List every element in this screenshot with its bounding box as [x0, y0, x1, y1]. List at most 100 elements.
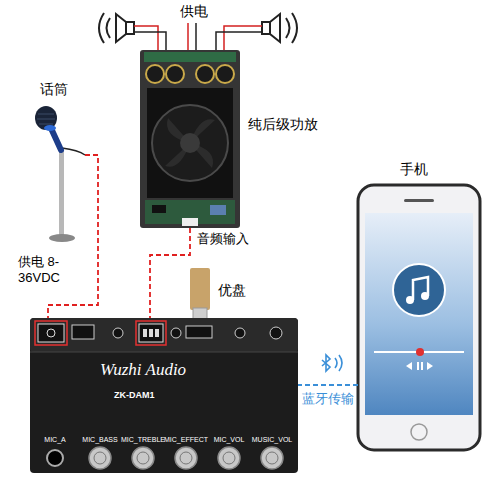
dashed-connector	[48, 155, 98, 318]
usb-stick	[190, 268, 210, 320]
phone	[417, 362, 419, 370]
control-unit	[139, 324, 163, 342]
node-heading: 优盘	[218, 282, 246, 299]
amplifier-board	[152, 205, 166, 213]
phone	[413, 277, 428, 300]
usb-node: 优盘	[190, 268, 210, 320]
audio-input-label: 音频输入	[197, 231, 249, 247]
knob-label: MUSIC_VOL	[252, 436, 292, 444]
control-unit	[72, 325, 94, 339]
speaker-symbol	[116, 14, 126, 42]
amplifier-board	[146, 65, 164, 83]
power-supply-label: 供电 8-36VDC	[18, 254, 84, 285]
microphone	[44, 125, 56, 131]
speaker-symbol	[292, 13, 297, 43]
control-unit	[155, 329, 159, 337]
amplifier-board	[140, 50, 240, 228]
control-unit	[89, 447, 283, 469]
control-unit	[94, 452, 106, 464]
node-text: ZK-DAM1	[114, 390, 155, 401]
bluetooth-symbol	[322, 355, 330, 371]
phone	[427, 362, 433, 370]
dashed-connector	[298, 384, 358, 386]
edge-label: 蓝牙传输	[301, 391, 355, 407]
microphone	[49, 234, 75, 242]
speaker-symbol	[262, 22, 270, 34]
amplifier-board	[210, 205, 226, 215]
control-unit	[30, 318, 298, 473]
control-unit	[132, 447, 154, 469]
control-unit	[266, 452, 278, 464]
bluetooth-symbol	[339, 355, 342, 371]
speaker-symbol	[99, 13, 104, 43]
control-unit	[186, 326, 212, 338]
dashed-connector	[150, 228, 190, 318]
microphone-node: 话筒	[36, 105, 85, 243]
knob-label: MIC_VOL	[214, 436, 245, 444]
microphone	[59, 150, 64, 236]
control-unit	[94, 452, 278, 464]
amplifier-board	[216, 65, 234, 83]
speaker-symbol	[107, 18, 111, 38]
amplifier-board	[196, 65, 214, 83]
control-unit	[113, 328, 123, 338]
control-unit	[235, 328, 245, 338]
control-unit	[38, 324, 64, 342]
amplifier-board	[147, 88, 233, 198]
speaker-symbol	[126, 22, 134, 34]
knob-label: MIC_A	[44, 436, 65, 444]
phone	[406, 296, 414, 304]
bluetooth-symbol	[335, 358, 337, 368]
control-unit	[47, 329, 55, 337]
control-unit	[218, 447, 240, 469]
control-unit	[35, 321, 67, 345]
speaker-symbol	[286, 18, 290, 38]
phone	[421, 292, 429, 300]
usb-stick	[190, 268, 210, 310]
knob-label: MIC_BASS	[82, 436, 117, 444]
phone	[406, 362, 412, 370]
speaker-symbol	[270, 14, 280, 42]
control-unit	[180, 452, 192, 464]
control-unit	[30, 318, 298, 352]
microphone	[37, 114, 55, 124]
microphone	[35, 106, 85, 242]
amplifier-board	[144, 52, 236, 62]
phone	[421, 362, 423, 370]
control-unit	[137, 452, 149, 464]
amplifier-board	[165, 118, 215, 168]
microphone	[62, 148, 85, 155]
microphone	[35, 106, 57, 130]
control-unit	[89, 447, 111, 469]
phone	[393, 264, 445, 316]
knob-label: MIC_EFFECT	[164, 436, 208, 444]
control-unit-node: Wuzhi AudioZK-DAM1	[30, 318, 298, 473]
power-label: 供电	[180, 3, 208, 20]
control-unit	[30, 318, 298, 473]
node-heading: Wuzhi Audio	[100, 360, 186, 380]
node-heading: 话筒	[40, 81, 68, 98]
phone	[404, 199, 434, 202]
control-unit	[270, 327, 282, 339]
phone	[358, 185, 480, 450]
amplifier-board	[166, 65, 184, 83]
phone	[358, 185, 480, 450]
amplifier-board	[152, 105, 228, 181]
amplifier-board	[140, 50, 240, 228]
phone	[416, 348, 424, 356]
phone	[411, 424, 427, 440]
phone-node: 手机	[358, 185, 480, 450]
node-heading: 纯后级功放	[248, 116, 318, 133]
amplifier-board	[182, 218, 198, 226]
bluetooth-symbol	[322, 355, 342, 371]
phone	[365, 213, 473, 415]
control-unit	[175, 447, 197, 469]
knob-label: MIC_TREBLE	[121, 436, 165, 444]
control-unit	[261, 447, 283, 469]
amplifier-board	[180, 133, 200, 153]
control-unit	[30, 352, 298, 353]
control-unit	[149, 329, 153, 337]
